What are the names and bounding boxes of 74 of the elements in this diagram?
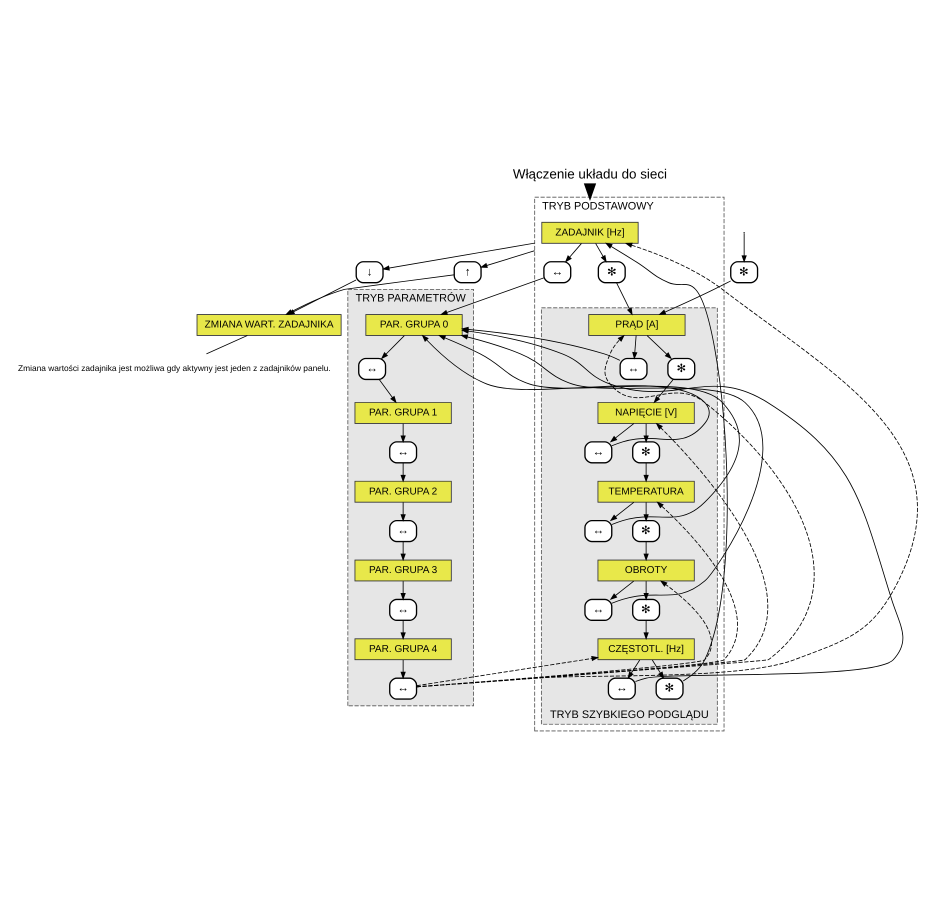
arrow xyxy=(438,335,740,525)
arrow xyxy=(400,502,406,522)
node-box: ↔ xyxy=(584,598,612,622)
arrow xyxy=(646,335,672,360)
connector xyxy=(206,335,248,354)
arrow xyxy=(584,183,596,202)
arrow xyxy=(461,328,904,682)
node-box: PAR. GRUPA 0 xyxy=(365,314,463,336)
arrow xyxy=(400,462,406,482)
arrow xyxy=(378,379,397,404)
node-box: PAR. GRUPA 1 xyxy=(354,402,452,424)
arrow xyxy=(610,423,634,442)
node-box: ↔ xyxy=(543,261,572,284)
arrow xyxy=(416,656,600,686)
node-box: ✻ xyxy=(667,358,696,380)
node-box: ZADAJNIK [Hz] xyxy=(541,222,639,244)
arrow xyxy=(440,277,544,315)
arrow xyxy=(460,334,764,604)
arrow xyxy=(400,580,406,601)
arrow xyxy=(632,335,638,360)
arrow xyxy=(400,660,406,680)
arrow xyxy=(480,250,536,268)
arrow xyxy=(564,243,582,263)
arrow xyxy=(422,334,710,446)
node-box: ✻ xyxy=(598,261,626,284)
node-box: ↔ xyxy=(608,678,636,700)
arrow xyxy=(416,334,815,688)
node-box: ✻ xyxy=(632,598,660,622)
node-box: TEMPERATURA xyxy=(598,480,695,503)
arrow xyxy=(400,620,406,640)
arrow xyxy=(643,541,649,562)
node-box: ↔ xyxy=(389,678,418,700)
node-box: ↑ xyxy=(454,261,482,284)
arrow xyxy=(643,580,649,601)
arrow xyxy=(382,242,536,271)
arrow xyxy=(616,282,633,316)
node-box: ↔ xyxy=(584,520,612,542)
node-box: ↔ xyxy=(389,598,418,622)
arrow xyxy=(595,243,607,263)
arrow xyxy=(643,620,649,640)
node-box: ZMIANA WART. ZADAJNIKA xyxy=(196,314,342,336)
arrow xyxy=(653,379,674,404)
node-box: OBROTY xyxy=(598,560,695,582)
node-box: ↔ xyxy=(619,358,648,380)
node-text: Zmiana wartości zadajnika jest możliwa gdy aktywny jest jeden z zadajników panelu. xyxy=(18,363,331,374)
arrow xyxy=(610,580,634,600)
node-box: PAR. GRUPA 3 xyxy=(354,560,452,582)
arrow xyxy=(380,335,405,360)
arrow xyxy=(400,423,406,444)
arrow xyxy=(416,242,918,688)
node-box: ↔ xyxy=(358,358,386,380)
arrow xyxy=(742,233,747,263)
node-box: ✻ xyxy=(632,441,660,464)
node-box: PRĄD [A] xyxy=(588,314,686,336)
arrow xyxy=(416,501,738,688)
node-box: PAR. GRUPA 4 xyxy=(354,638,452,660)
arrow xyxy=(416,422,768,688)
arrow xyxy=(416,580,712,688)
arrow xyxy=(658,280,732,315)
arrow xyxy=(610,502,634,522)
node-box: ✻ xyxy=(656,678,684,700)
arrow xyxy=(400,541,406,562)
node-box: ✻ xyxy=(632,520,660,542)
node-box: NAPIĘCIE [V] xyxy=(598,402,695,424)
node-box: ↓ xyxy=(356,261,384,284)
arrow xyxy=(643,462,649,482)
node-text: Włączenie układu do sieci xyxy=(512,166,668,182)
node-box: PAR. GRUPA 2 xyxy=(354,480,452,503)
node-box: ↔ xyxy=(389,441,418,464)
node-box: ↔ xyxy=(389,520,418,542)
node-box: CZĘSTOTL. [Hz] xyxy=(598,638,695,660)
node-box: ✻ xyxy=(730,261,758,284)
arrow xyxy=(287,280,356,315)
node-box: ↔ xyxy=(584,441,612,464)
